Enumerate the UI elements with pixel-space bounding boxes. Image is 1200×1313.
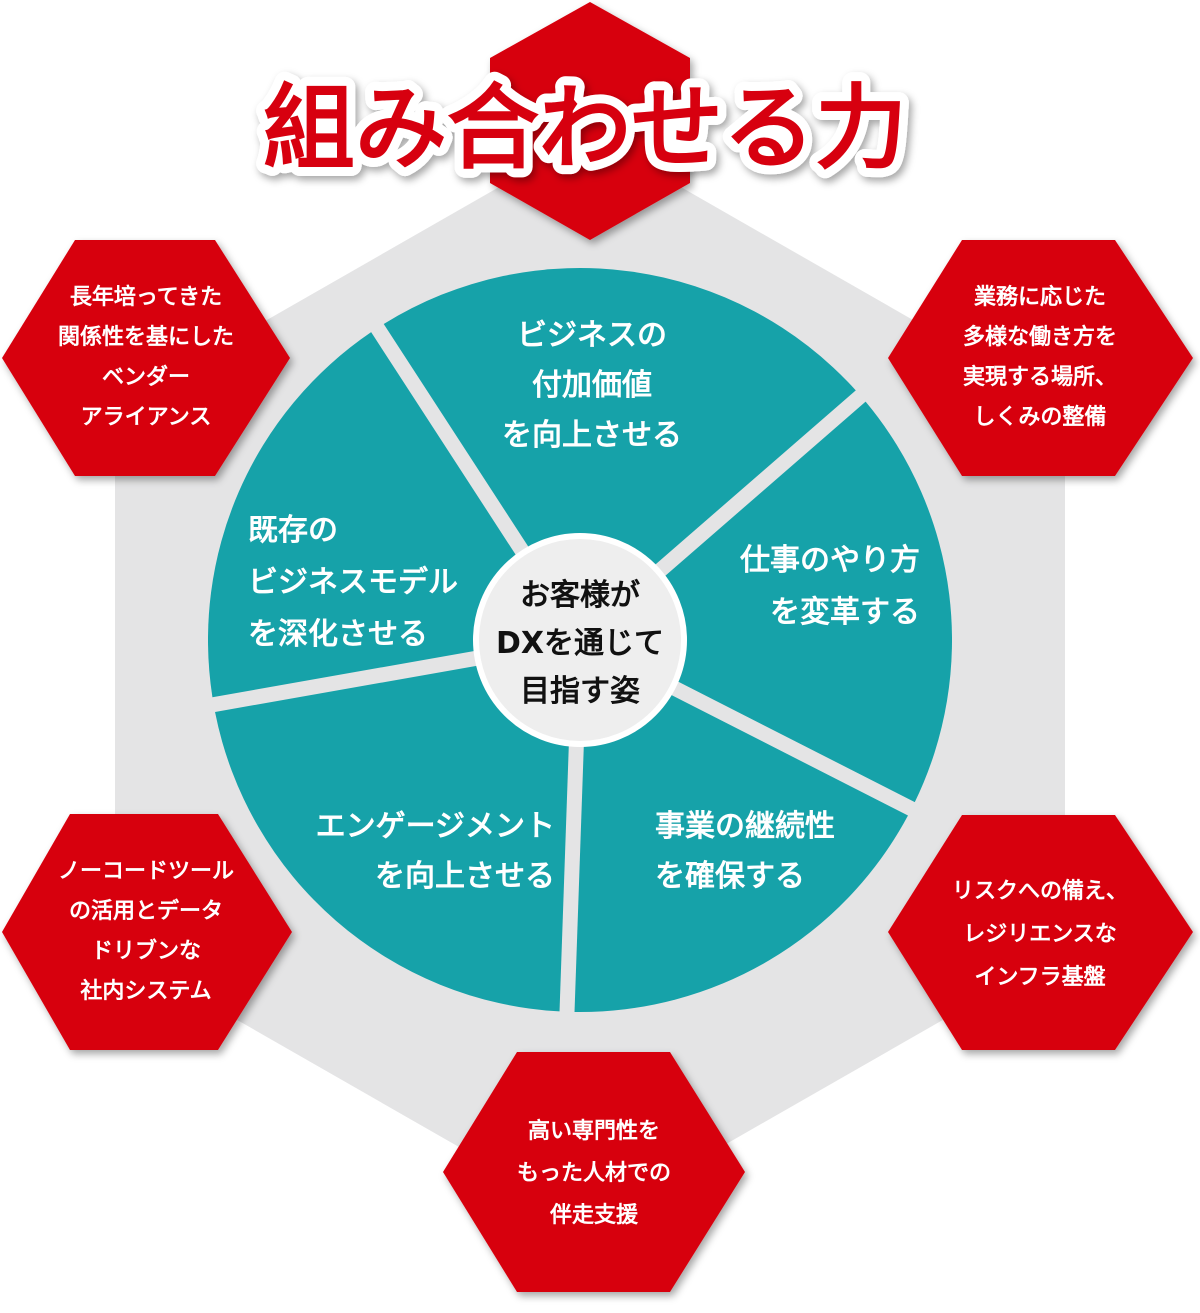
hexagon-expert-support: 高い専門性を もった人材での 伴走支援 bbox=[443, 1052, 745, 1292]
hexagon-text: アライアンス bbox=[81, 405, 212, 430]
wheel-segment-business-continuity bbox=[574, 652, 908, 1012]
center-node: お客様が DXを通じて 目指す姿 bbox=[473, 533, 687, 747]
hexagon-text: 長年培ってきた bbox=[70, 284, 222, 310]
hexagon-nocode-system: ノーコードツール の活用とデータ ドリブンな 社内システム bbox=[2, 814, 292, 1050]
segment-label-work-style: 仕事のやり方 を変革する bbox=[739, 543, 920, 630]
segment-text: 付加価値 bbox=[532, 368, 652, 403]
hexagon-text: ドリブンな bbox=[91, 938, 201, 964]
hexagon-text: 高い専門性を bbox=[528, 1118, 660, 1144]
segment-label-engagement: エンゲージメント を向上させる bbox=[316, 809, 555, 894]
segment-text: 事業の継続性 bbox=[655, 809, 835, 844]
segment-text: 仕事のやり方 bbox=[739, 543, 920, 578]
hexagon-text: 実現する場所、 bbox=[963, 364, 1117, 390]
segment-text: エンゲージメント bbox=[316, 809, 555, 844]
title-group: 組み合わせる力 組み合わせる力 bbox=[254, 66, 916, 191]
center-line-3: 目指す姿 bbox=[520, 674, 640, 709]
segment-label-existing-business-model: 既存の ビジネスモデル を深化させる bbox=[248, 513, 458, 652]
segment-text: 既存の bbox=[248, 513, 338, 548]
page-title: 組み合わせる力 bbox=[263, 75, 907, 182]
segment-label-business-value: ビジネスの 付加価値 を向上させる bbox=[502, 318, 682, 453]
segment-text: ビジネスの bbox=[517, 318, 667, 353]
hexagon-text: ベンダー bbox=[102, 364, 190, 390]
hexagon-text: 関係性を基にした bbox=[58, 325, 234, 350]
hexagon-shape bbox=[2, 240, 290, 476]
center-circle bbox=[473, 533, 687, 747]
hexagon-shape bbox=[443, 1052, 745, 1292]
center-line-2: DXを通じて bbox=[496, 626, 664, 661]
hexagon-text: しくみの整備 bbox=[974, 404, 1107, 430]
hexagon-text: レジリエンスな bbox=[963, 922, 1117, 947]
segment-text: を確保する bbox=[655, 859, 805, 894]
hexagon-text: の活用とデータ bbox=[69, 898, 223, 924]
hexagon-text: ノーコードツール bbox=[58, 859, 234, 884]
hexagon-text: インフラ基盤 bbox=[974, 964, 1106, 990]
hexagon-text: 多様な働き方を bbox=[963, 324, 1117, 350]
segment-label-business-continuity: 事業の継続性 を確保する bbox=[655, 809, 835, 894]
hexagon-workplace: 業務に応じた 多様な働き方を 実現する場所、 しくみの整備 bbox=[888, 240, 1193, 476]
wheel-segments bbox=[208, 268, 953, 1012]
hexagon-text: リスクへの備え、 bbox=[952, 878, 1128, 904]
hexagon-shape bbox=[2, 814, 292, 1050]
segment-text: を向上させる bbox=[502, 418, 682, 453]
hexagon-shape bbox=[888, 815, 1193, 1050]
segment-text: を深化させる bbox=[248, 617, 428, 652]
hexagon-text: 伴走支援 bbox=[549, 1203, 639, 1228]
wheel-segment-engagement bbox=[215, 648, 573, 1012]
segment-text: を向上させる bbox=[375, 859, 555, 894]
hexagon-text: 業務に応じた bbox=[974, 284, 1106, 310]
wheel-segment-business-value bbox=[383, 268, 856, 629]
hexagon-text: 社内システム bbox=[80, 978, 211, 1004]
page-title-outline: 組み合わせる力 bbox=[263, 75, 907, 182]
hexagon-resilient-infra: リスクへの備え、 レジリエンスな インフラ基盤 bbox=[888, 815, 1193, 1050]
hexagon-text: もった人材での bbox=[517, 1161, 671, 1186]
center-line-1: お客様が bbox=[520, 578, 640, 613]
segment-text: を変革する bbox=[770, 595, 920, 630]
segment-text: ビジネスモデル bbox=[248, 565, 458, 600]
hexagon-vendor-alliance: 長年培ってきた 関係性を基にした ベンダー アライアンス bbox=[2, 240, 290, 476]
hexagon-shape bbox=[888, 240, 1193, 476]
wheel-segment-existing-business-model bbox=[208, 332, 568, 698]
top-hexagon bbox=[490, 2, 690, 240]
wheel-segment-work-style bbox=[593, 401, 953, 803]
